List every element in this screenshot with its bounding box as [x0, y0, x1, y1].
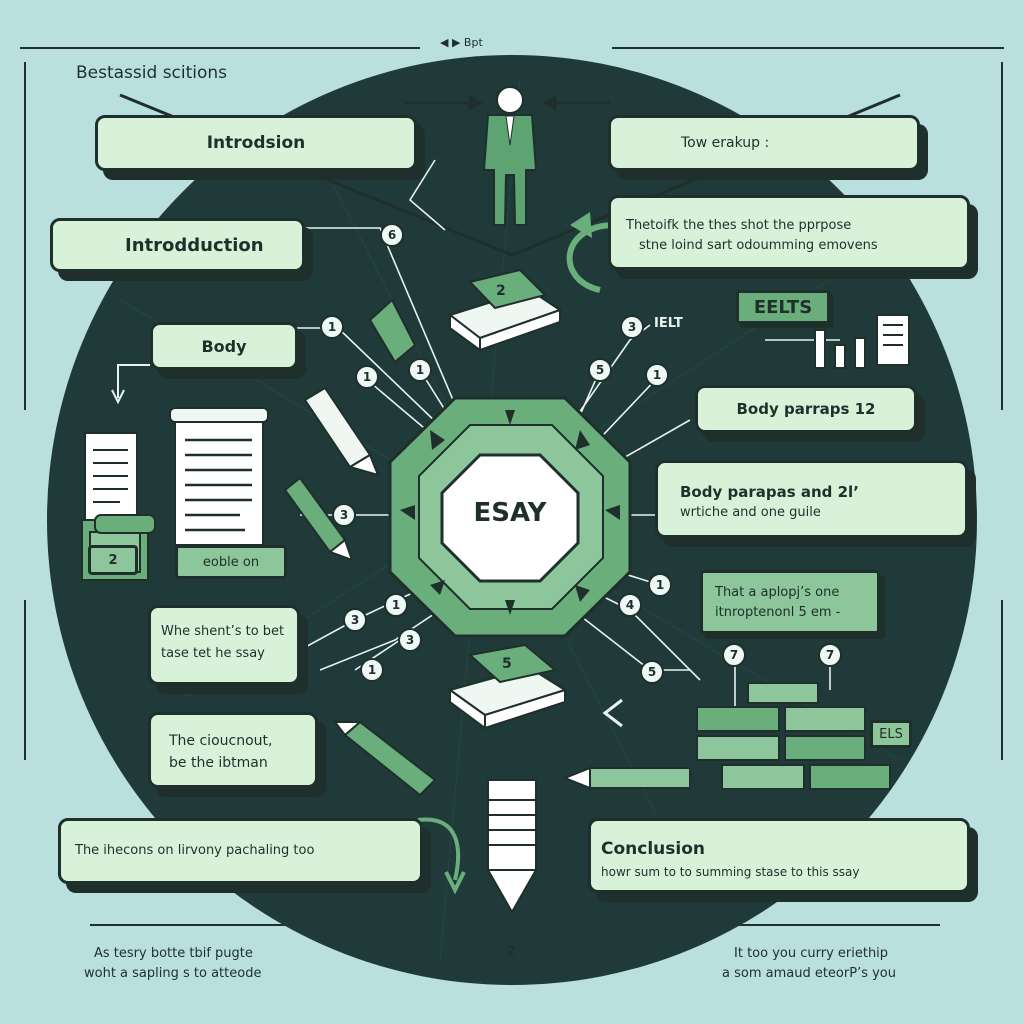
ihecons-label: The ihecons on lirvony pachaling too [75, 843, 315, 858]
top-right-label: Tow erakup : [681, 135, 770, 151]
badge-3d: 3 [398, 628, 422, 652]
badge-7a: 7 [722, 643, 746, 667]
conclusion-note-line-1: The cioucnout, [169, 733, 273, 749]
footer-right-line-1: It too you curry eriethip [734, 946, 889, 961]
vertical-pencil-icon [486, 779, 538, 915]
badge-1e: 1 [648, 573, 672, 597]
intro-top-label: Introdsion [206, 133, 306, 153]
conclusion-box: Conclusion howr sum to to summing stase … [588, 818, 970, 893]
book-top-number: 2 [496, 283, 506, 299]
essay-center-label: ESAY [473, 498, 547, 528]
page-title: Bestassid scitions [76, 63, 228, 83]
that-box: That a aplopj’s one itnroptenonl 5 em - [700, 570, 880, 634]
usb-icon [368, 298, 417, 364]
introduction-label: Introdduction [125, 235, 264, 256]
purpose-box: Thetoifk the thes shot the pprpose stne … [608, 195, 970, 270]
pencil-icon-3 [332, 720, 437, 797]
badge-7b: 7 [818, 643, 842, 667]
body-paras-and-box: Body parapas and 2l’ wrtiche and one gui… [655, 460, 968, 538]
conclusion-title: Conclusion [601, 839, 705, 859]
bar-chart-icon [814, 314, 910, 369]
els-label: ELS [879, 726, 903, 742]
when-line-2: tase tet he ssay [161, 646, 265, 661]
when-line-1: Whe shent’s to bet [161, 624, 285, 639]
body-paras-12-box: Body parraps 12 [695, 385, 917, 433]
book-bottom-icon [447, 643, 568, 730]
badge-1f: 1 [384, 593, 408, 617]
badge-1b: 1 [355, 365, 379, 389]
ielt-label: IELT [654, 316, 683, 331]
ihecons-box: The ihecons on lirvony pachaling too [58, 818, 423, 884]
badge-4: 4 [618, 593, 642, 617]
body-paras-and-line-2: wrtiche and one guile [680, 505, 821, 520]
conclusion-note-line-2: be the ibtman [169, 755, 268, 771]
eelts-label: EELTS [753, 296, 813, 318]
body-paras-and-line-1: Body parapas and 2l’ [680, 483, 859, 501]
when-box: Whe shent’s to bet tase tet he ssay [148, 605, 300, 685]
badge-3c: 3 [343, 608, 367, 632]
eelts-sign: EELTS [736, 290, 830, 324]
badge-1c: 1 [408, 358, 432, 382]
badge-1d: 1 [645, 363, 669, 387]
footer-left-line-2: woht a sapling s to atteode [84, 966, 262, 981]
pencil-icon-2 [283, 476, 354, 562]
badge-1a: 1 [320, 315, 344, 339]
essay-octagon [388, 396, 632, 638]
footer-page-number: 2 [507, 944, 516, 958]
arrow-down-left-icon [117, 364, 150, 398]
pencil-icon-4 [562, 766, 691, 790]
book-top-icon [447, 268, 563, 352]
badge-3: 3 [620, 315, 644, 339]
number-two-tag: 2 [88, 545, 138, 575]
bricks-icon [696, 682, 891, 790]
scroll-document-icon [169, 407, 269, 546]
header-small-label: ◀ ▶ Bpt [440, 36, 483, 49]
curved-green-arrow-icon [417, 817, 461, 881]
that-line-1: That a aplopj’s one [715, 585, 840, 600]
curved-arrow-icon [566, 222, 616, 293]
body-label: Body [201, 336, 247, 356]
purpose-line-1: Thetoifk the thes shot the pprpose [626, 218, 852, 233]
body-paras-12-label: Body parraps 12 [736, 400, 876, 418]
top-right-box: Tow erakup : [608, 115, 920, 171]
book-bottom-number: 5 [502, 656, 512, 672]
chevron-left-icon [602, 698, 623, 728]
that-line-2: itnroptenonl 5 em - [715, 605, 841, 620]
introduction-box: Introdduction [50, 218, 305, 272]
person-icon [482, 86, 538, 226]
sable-on-tag: eoble on [175, 545, 287, 579]
badge-3b: 3 [332, 503, 356, 527]
number-two-label: 2 [108, 552, 118, 568]
badge-6: 6 [380, 223, 404, 247]
purpose-line-2: stne loind sart odoumming emovens [639, 238, 878, 253]
conclusion-subtitle: howr sum to to summing stase to this ssa… [601, 865, 860, 879]
badge-5b: 5 [640, 660, 664, 684]
badge-1g: 1 [360, 658, 384, 682]
badge-5a: 5 [588, 358, 612, 382]
els-sign: ELS [870, 720, 912, 748]
body-box: Body [150, 322, 298, 370]
footer-right-line-2: a som amaud eteorP’s you [722, 966, 896, 981]
footer-left-line-1: As tesry botte tbif pugte [94, 946, 253, 961]
conclusion-note-box: The cioucnout, be the ibtman [148, 712, 318, 788]
intro-top-box: Introdsion [95, 115, 417, 171]
sable-on-label: eoble on [202, 554, 260, 570]
pencil-icon-1 [303, 386, 380, 477]
